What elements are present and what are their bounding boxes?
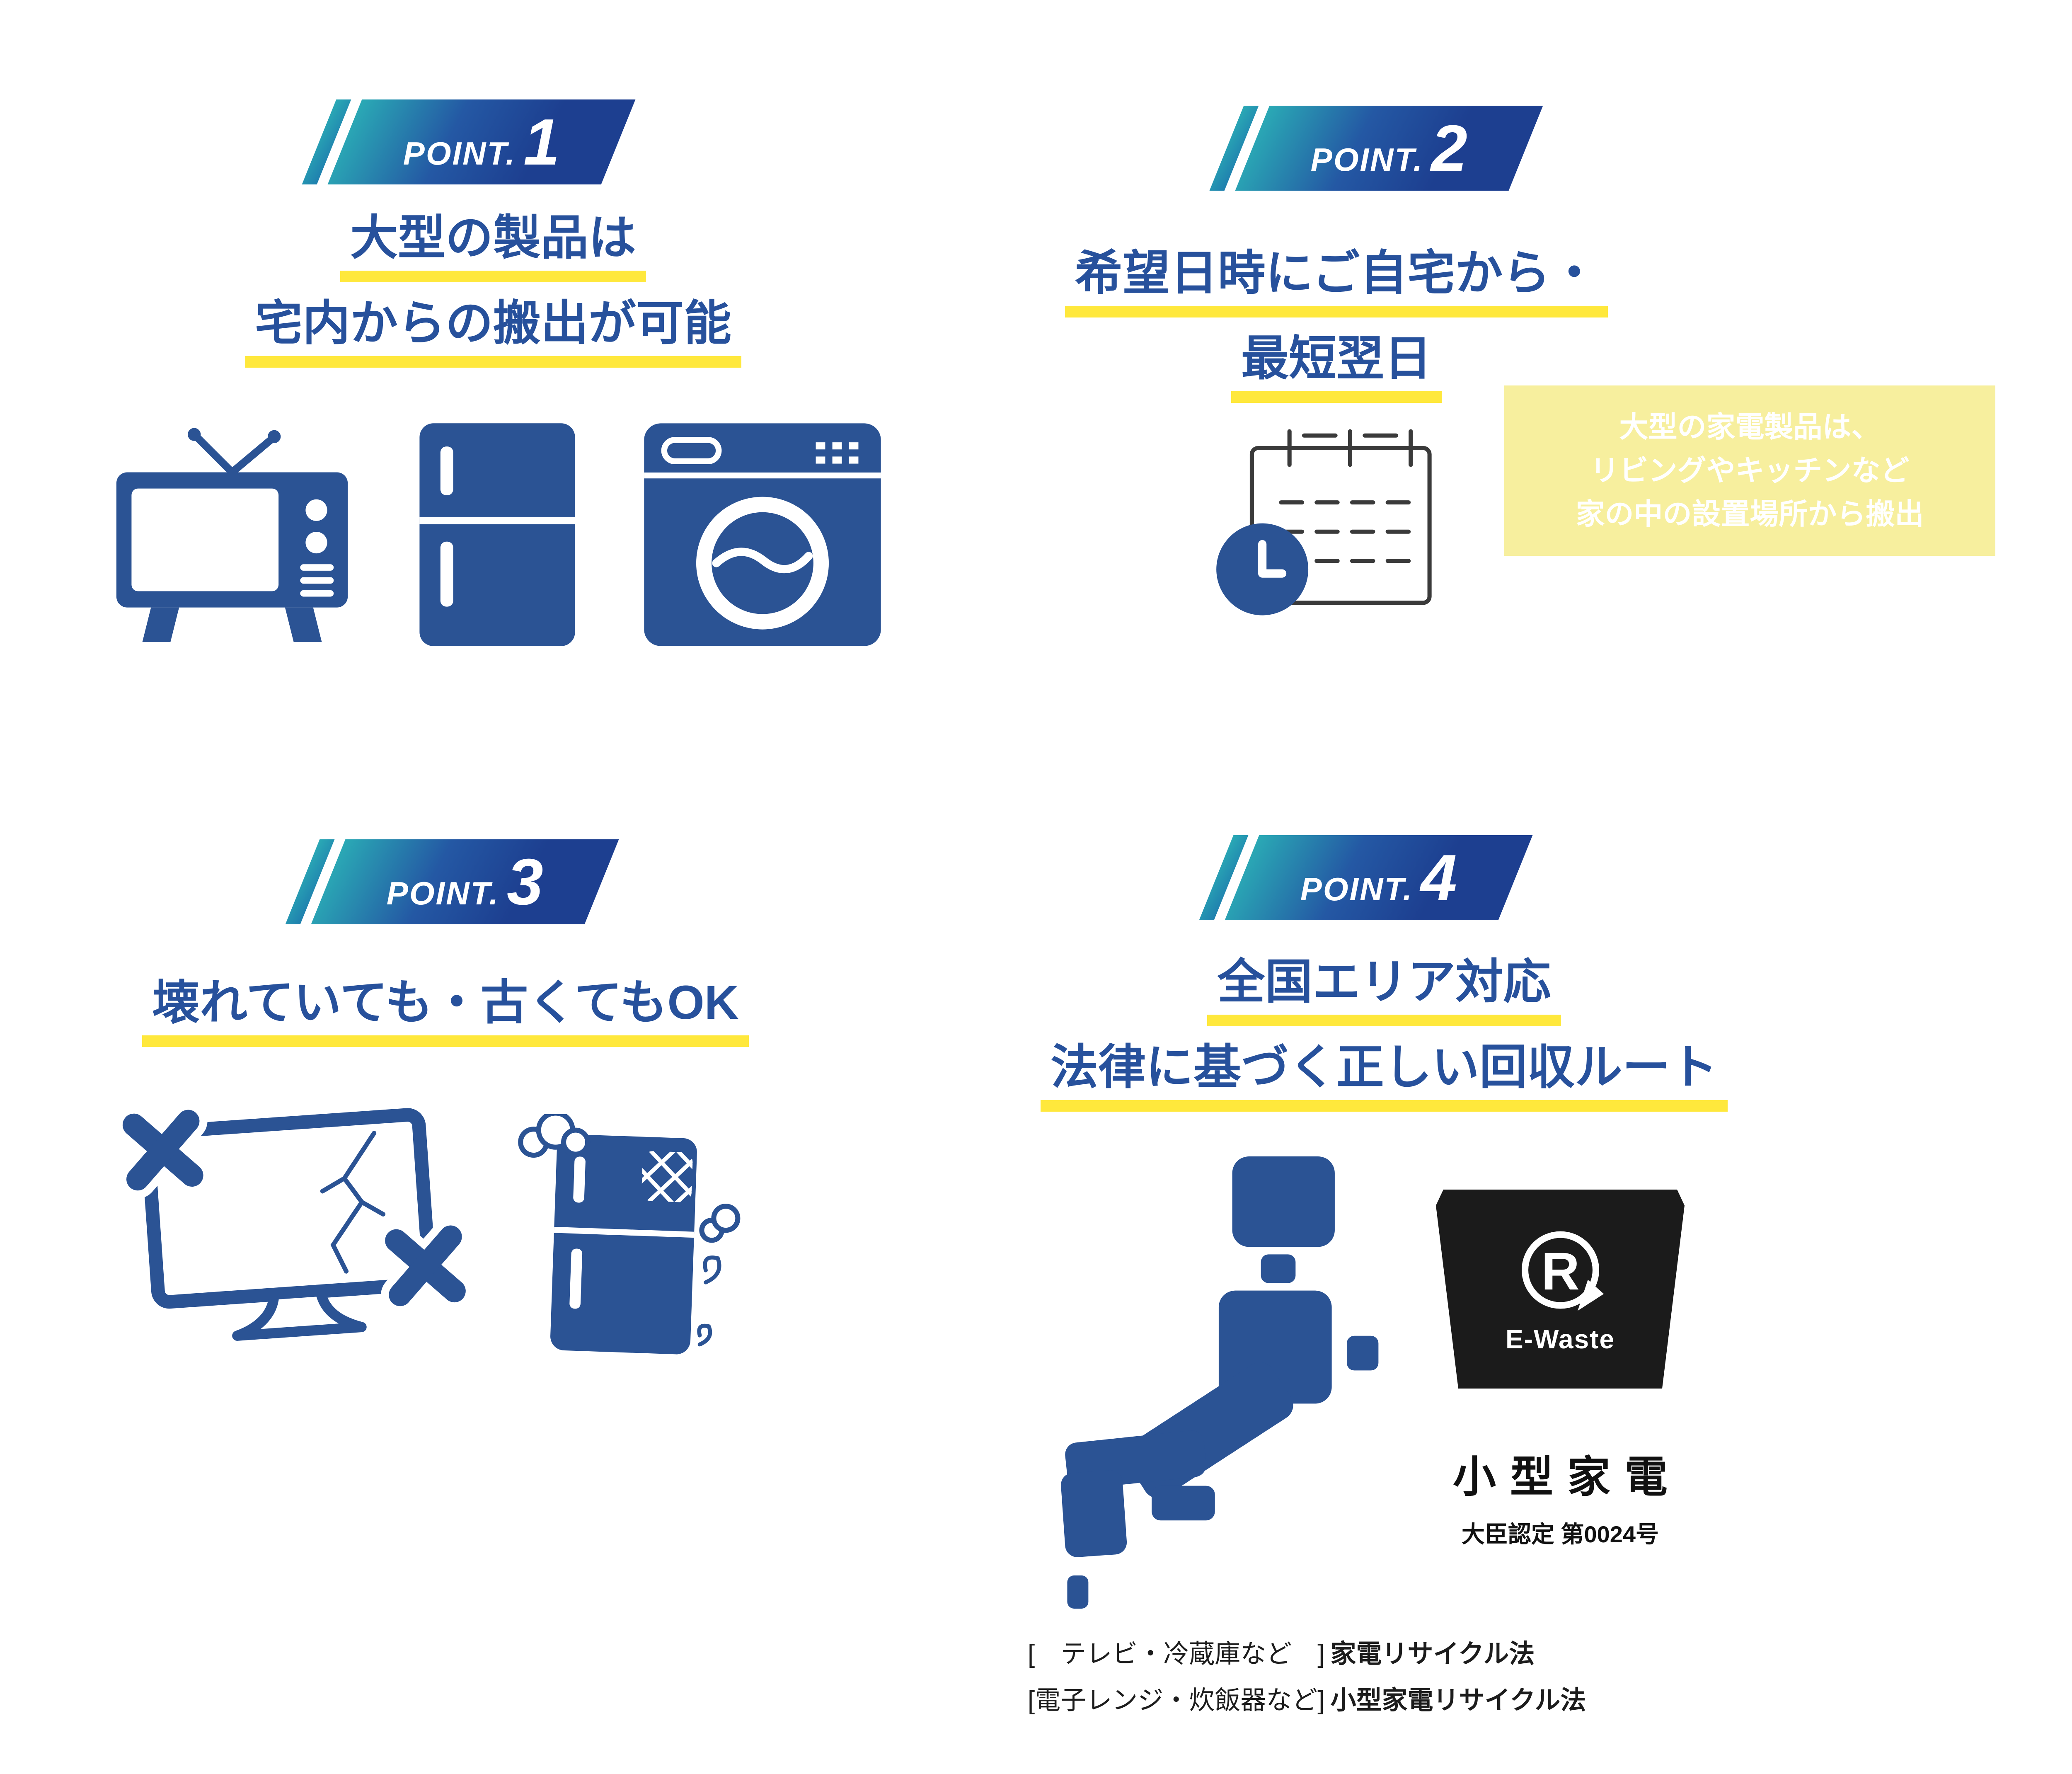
point2-heading: 希望日時にご自宅から・ 最短翌日 [974,245,1699,415]
law-name: 小型家電リサイクル法 [1330,1686,1586,1715]
legal-line: [ テレビ・冷蔵庫など ]家電リサイクル法 [1028,1631,1586,1677]
note-line: 大型の家電製品は、 [1619,411,1881,443]
point1-icons [75,419,920,651]
point2-note: 大型の家電製品は、 リビングやキッチンなど 家の中の設置場所から搬出 [1504,385,1995,556]
japan-map-icon [1061,1156,1379,1609]
badge-body: POINT. 2 [1235,106,1543,191]
badge-number: 3 [507,845,544,919]
certification-number: 大臣認定 第0024号 [1461,1521,1659,1547]
badge-text: POINT. 4 [1300,841,1457,914]
badge-number: 2 [1431,111,1468,185]
badge-label: POINT. [1300,870,1414,907]
heading-line: 法律に基づく正しい回収ルート [1040,1039,1728,1112]
badge-label: POINT. [403,135,516,172]
point3-heading: 壊れていても・古くてもOK [41,974,850,1059]
legal-line: [電子レンジ・炊飯器など]小型家電リサイクル法 [1028,1677,1586,1724]
point4-badge: POINT. 4 [1199,835,1533,920]
appliance-examples: [ テレビ・冷蔵庫など ] [1028,1640,1325,1668]
refrigerator-icon [419,423,575,646]
washing-machine-icon [644,423,881,646]
tv-icon [116,428,348,642]
point3-icons [83,1102,787,1374]
r-letter: R [1541,1242,1580,1301]
heading-line: 全国エリア対応 [1207,953,1561,1026]
point2-badge: POINT. 2 [1209,106,1543,191]
badge-body: POINT. 4 [1225,835,1533,920]
badge-text: POINT. 3 [386,845,544,919]
badge-body: POINT. 3 [311,839,619,924]
heading-line: 壊れていても・古くてもOK [142,974,749,1047]
recycle-r-logo-icon: R [1521,1231,1604,1311]
heading-line: 大型の製品は [340,209,646,282]
e-waste-label: E-Waste [1505,1324,1615,1354]
old-refrigerator-icon [518,1114,741,1355]
ewaste-certification: R E-Waste 小型家電 大臣認定 第0024号 [1436,1190,1685,1549]
point1-heading: 大型の製品は 宅内からの搬出が可能 [141,209,845,380]
calendar-clock-icon [1216,429,1432,616]
badge-number: 4 [1421,841,1457,914]
point4-heading: 全国エリア対応 法律に基づく正しい回収ルート [945,953,1823,1124]
small-appliance-label: 小型家電 [1452,1453,1682,1501]
point3-badge: POINT. 3 [285,839,619,924]
recycle-law-notes: [ テレビ・冷蔵庫など ]家電リサイクル法 [電子レンジ・炊飯器など]小型家電リ… [1028,1631,1586,1723]
point2-icons [1204,421,1452,620]
badge-body: POINT. 1 [327,99,636,184]
note-line: 家の中の設置場所から搬出 [1576,498,1924,530]
e-waste-mark-icon: R E-Waste [1436,1190,1685,1389]
point1-badge: POINT. 1 [302,99,636,184]
badge-label: POINT. [1310,141,1424,178]
badge-label: POINT. [386,875,500,911]
badge-text: POINT. 2 [1310,111,1468,185]
badge-number: 1 [523,105,560,179]
heading-line: 希望日時にご自宅から・ [1065,245,1608,317]
heading-line: 宅内からの搬出が可能 [244,295,741,368]
appliance-examples: [電子レンジ・炊飯器など] [1028,1686,1325,1715]
broken-tv-icon [117,1102,474,1341]
heading-line: 最短翌日 [1231,330,1442,403]
badge-text: POINT. 1 [403,105,560,179]
law-name: 家電リサイクル法 [1330,1640,1535,1668]
note-line: リビングやキッチンなど [1590,454,1910,487]
